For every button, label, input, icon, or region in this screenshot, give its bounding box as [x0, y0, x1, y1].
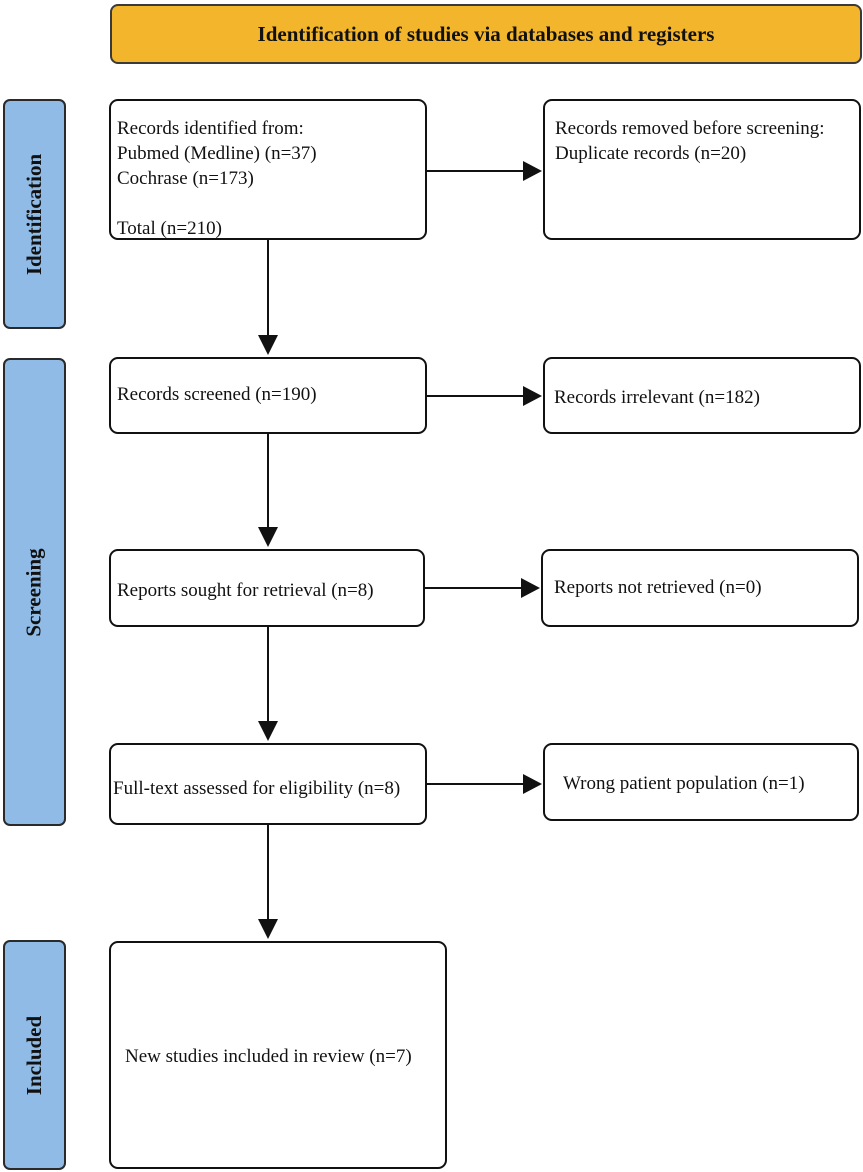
records-screened-text: Records screened (n=190) — [117, 384, 317, 405]
records-removed-line-2: Duplicate records (n=20) — [555, 143, 747, 164]
records-identified-line-5: Total (n=210) — [117, 218, 222, 239]
box-records-irrelevant: Records irrelevant (n=182) — [543, 357, 861, 434]
reports-sought-text: Reports sought for retrieval (n=8) — [117, 580, 374, 601]
arrowhead-screened-to-irrelevant — [523, 386, 542, 406]
phase-included: Included — [3, 940, 66, 1170]
box-records-identified: Records identified from: Pubmed (Medline… — [109, 99, 427, 240]
diagram-header: Identification of studies via databases … — [110, 4, 862, 64]
records-removed-line-1: Records removed before screening: — [555, 118, 825, 139]
arrowhead-sought-to-not-retrieved — [521, 578, 540, 598]
arrowhead-fulltext-to-included — [258, 919, 278, 939]
records-identified-line-2: Pubmed (Medline) (n=37) — [117, 143, 317, 164]
box-fulltext-assessed: Full-text assessed for eligibility (n=8) — [109, 743, 427, 825]
records-irrelevant-text: Records irrelevant (n=182) — [554, 387, 760, 408]
reports-not-retrieved-text: Reports not retrieved (n=0) — [554, 577, 762, 598]
box-studies-included: New studies included in review (n=7) — [109, 941, 447, 1169]
box-reports-not-retrieved: Reports not retrieved (n=0) — [541, 549, 859, 627]
box-records-removed: Records removed before screening: Duplic… — [543, 99, 861, 240]
records-identified-line-1: Records identified from: — [117, 118, 304, 139]
arrowhead-identified-to-screened — [258, 335, 278, 355]
box-reports-sought: Reports sought for retrieval (n=8) — [109, 549, 425, 627]
phase-screening: Screening — [3, 358, 66, 826]
studies-included-text: New studies included in review (n=7) — [125, 1046, 412, 1067]
arrowhead-identified-to-removed — [523, 161, 542, 181]
arrowhead-screened-to-sought — [258, 527, 278, 547]
box-wrong-population: Wrong patient population (n=1) — [543, 743, 859, 821]
header-title: Identification of studies via databases … — [257, 21, 715, 46]
arrowhead-sought-to-fulltext — [258, 721, 278, 741]
box-records-screened: Records screened (n=190) — [109, 357, 427, 434]
phase-identification: Identification — [3, 99, 66, 329]
fulltext-assessed-text: Full-text assessed for eligibility (n=8) — [113, 778, 401, 799]
records-identified-line-3: Cochrase (n=173) — [117, 168, 254, 189]
wrong-population-text: Wrong patient population (n=1) — [563, 773, 805, 794]
records-identified-line-4 — [117, 191, 425, 216]
arrowhead-fulltext-to-wrong-population — [523, 774, 542, 794]
